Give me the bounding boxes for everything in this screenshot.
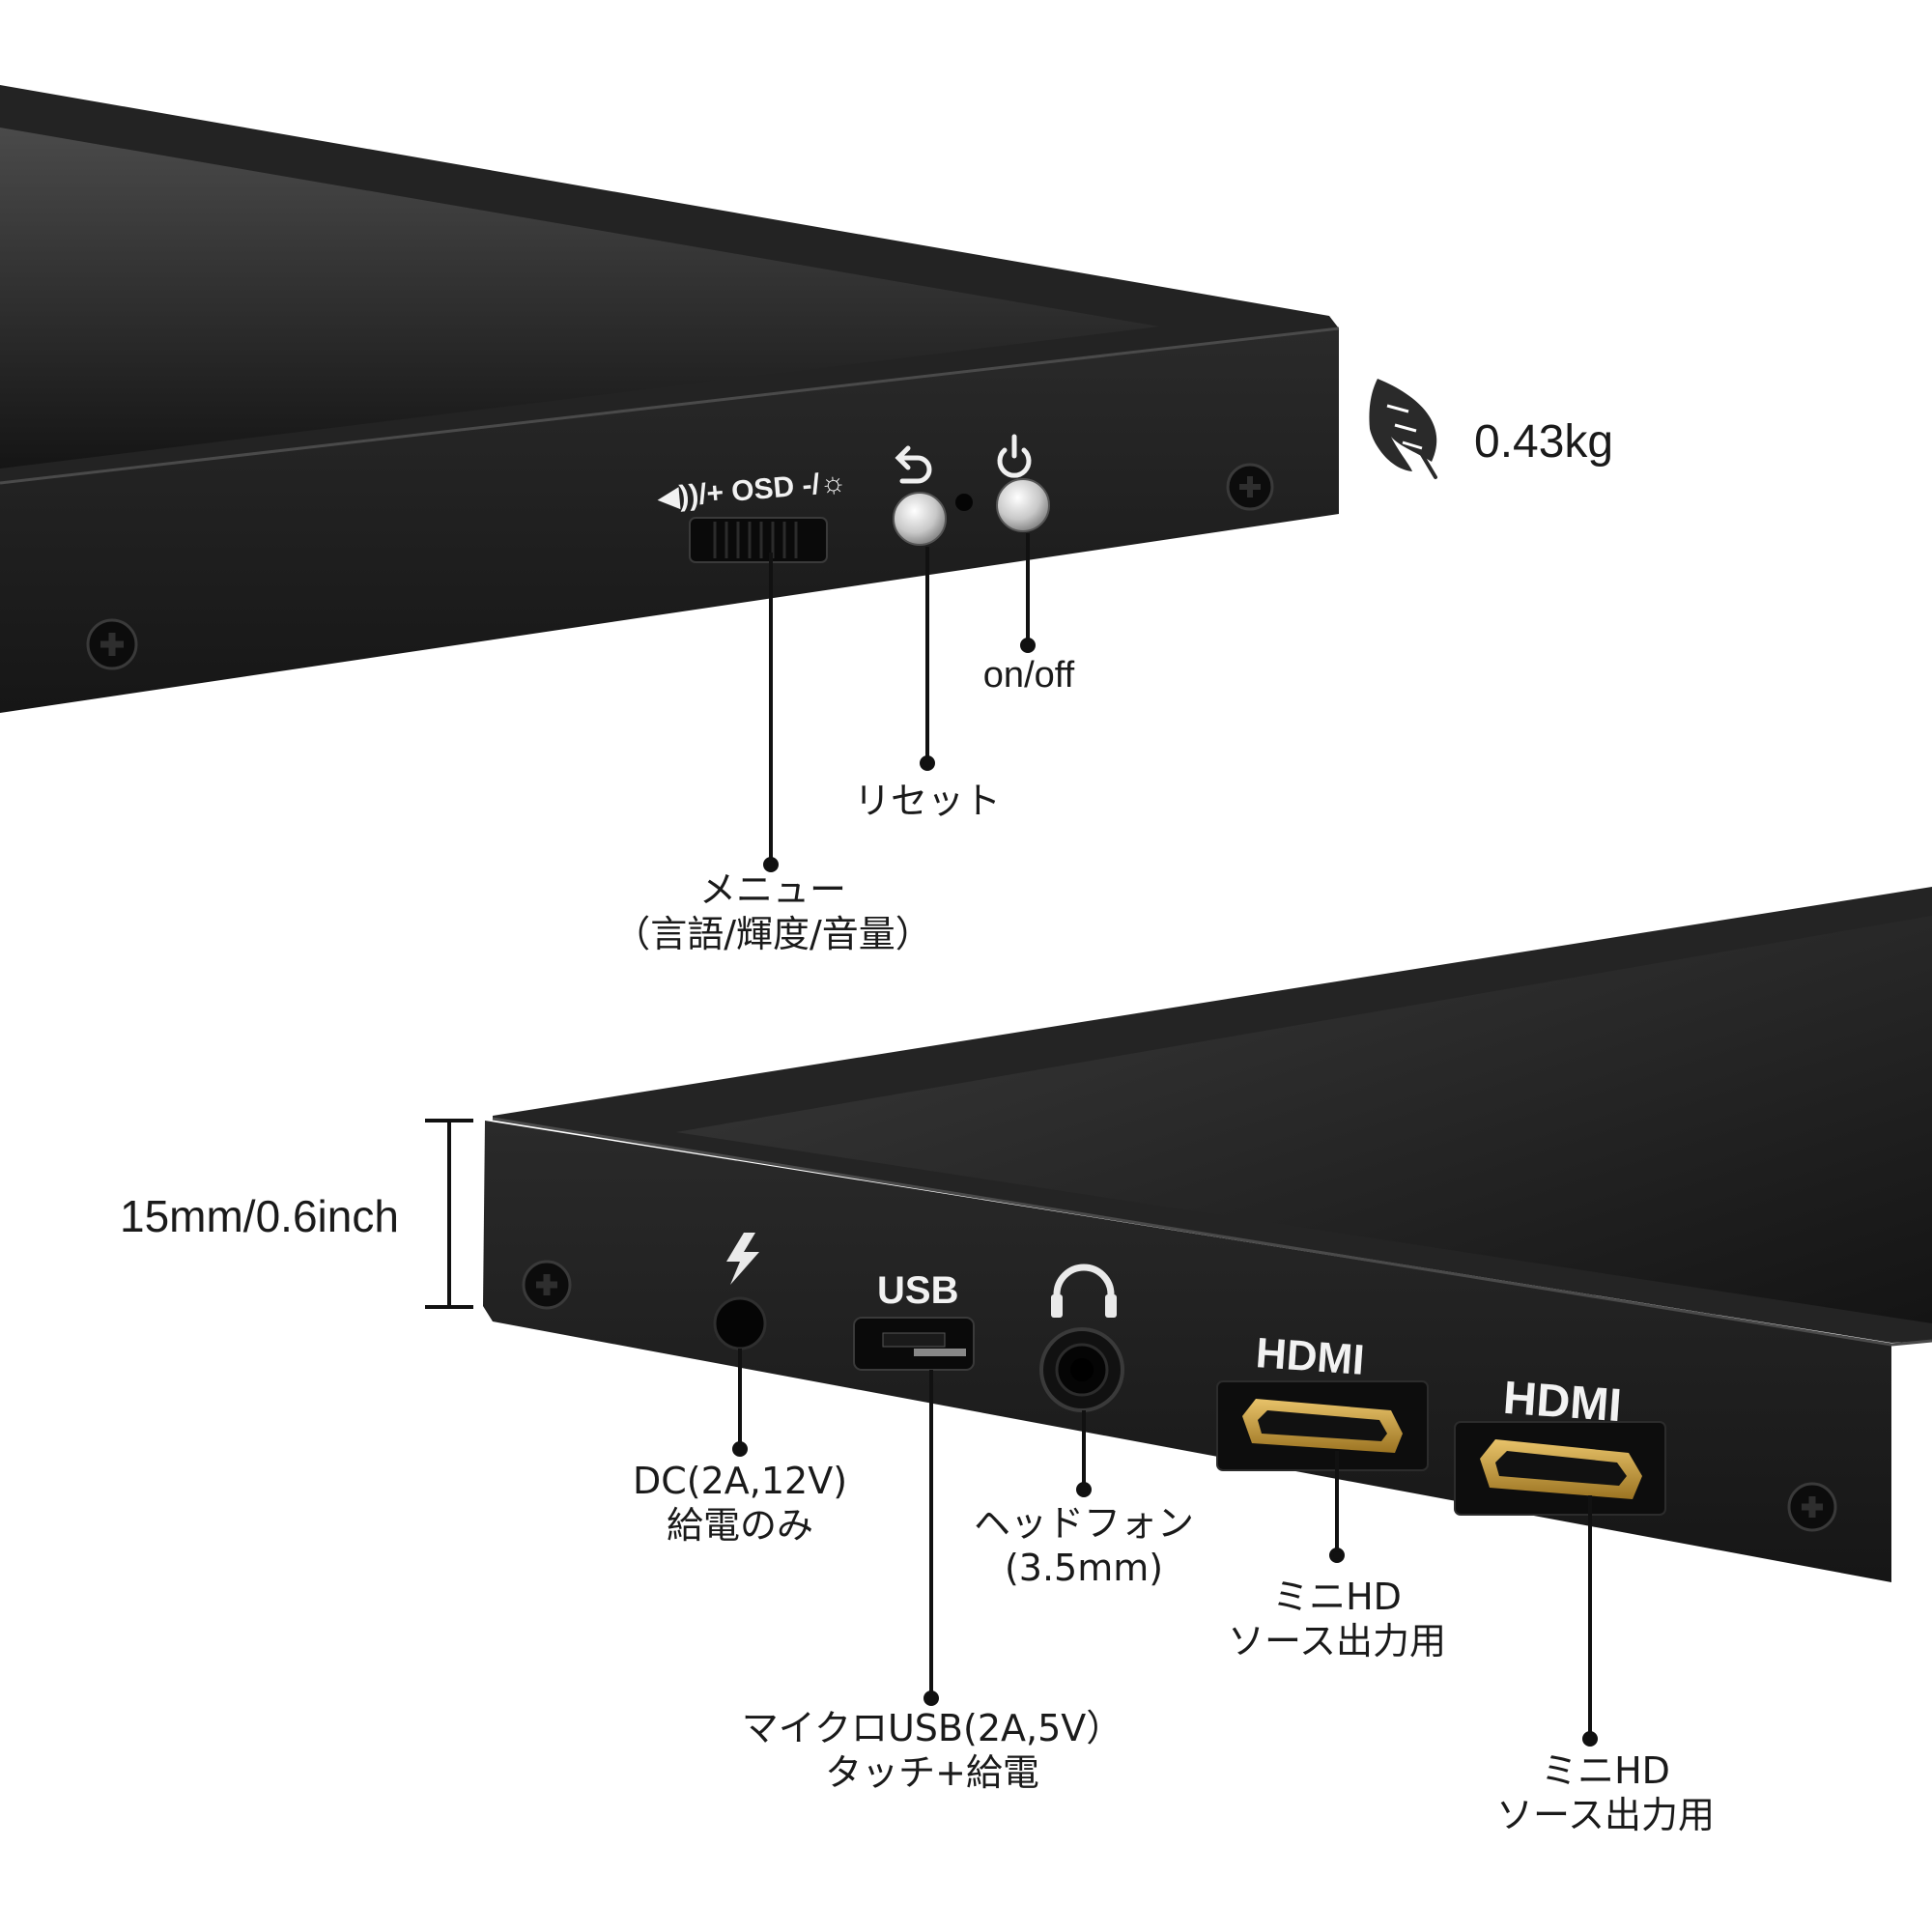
- hdmi1-callout-line1: ミニHD: [1272, 1576, 1402, 1618]
- hdmi-print-label-1: HDMI: [1254, 1329, 1367, 1384]
- usb-callout-label: マイクロUSB(2A,5V） タッチ+給電: [734, 1706, 1130, 1795]
- thickness-dimension-bracket: [425, 1119, 473, 1309]
- screw-icon: [1787, 1482, 1837, 1532]
- usb-print-label: USB: [877, 1269, 959, 1312]
- headphone-callout-line1: ヘッドフォン: [973, 1502, 1194, 1545]
- top-callout-lines: [763, 533, 1036, 872]
- menu-callout-line2: （言語/輝度/音量）: [613, 913, 932, 955]
- dc-callout-line2: 給電のみ: [666, 1504, 813, 1547]
- menu-callout-line1: メニュー: [698, 868, 846, 911]
- hdmi2-callout-line2: ソース出力用: [1495, 1794, 1716, 1836]
- top-screen: [0, 128, 1159, 469]
- top-monitor: [0, 85, 1340, 713]
- usb-callout-line2: タッチ+給電: [825, 1751, 1039, 1794]
- top-front-face: [0, 328, 1339, 713]
- thickness-label: 15mm/0.6inch: [120, 1191, 399, 1241]
- screw-icon: [86, 618, 138, 670]
- dc-power-port[interactable]: [713, 1296, 767, 1350]
- power-callout-label: on/off: [982, 655, 1075, 696]
- hdmi-print-label-2: HDMI: [1501, 1372, 1624, 1433]
- headphone-icon: [1051, 1264, 1117, 1318]
- screw-icon: [522, 1260, 572, 1310]
- headphone-callout-line2: (3.5mm): [1004, 1547, 1164, 1589]
- hdmi1-callout-label: ミニHD ソース出力用: [1221, 1575, 1453, 1663]
- dc-callout-line1: DC(2A,12V): [632, 1460, 848, 1502]
- headphone-callout-label: ヘッドフォン (3.5mm): [952, 1501, 1215, 1590]
- screw-icon: [1226, 463, 1274, 511]
- dc-callout-label: DC(2A,12V) 給電のみ: [614, 1459, 866, 1548]
- hdmi2-callout-label: ミニHD ソース出力用: [1490, 1748, 1721, 1837]
- return-icon: [895, 445, 932, 484]
- feather-icon: [1369, 379, 1437, 479]
- osd-scroll-wheel[interactable]: [689, 517, 828, 563]
- hdmi2-callout-line1: ミニHD: [1541, 1749, 1670, 1792]
- lightning-icon: [726, 1233, 759, 1285]
- weight-label: 0.43kg: [1474, 416, 1614, 468]
- menu-callout-label: メニュー （言語/輝度/音量）: [589, 867, 956, 956]
- bottom-callout-lines: [732, 1349, 1598, 1747]
- usb-callout-line1: マイクロUSB(2A,5V）: [741, 1707, 1123, 1749]
- bottom-screen: [676, 916, 1932, 1323]
- bottom-monitor: [483, 887, 1932, 1582]
- hdmi1-callout-line2: ソース出力用: [1227, 1620, 1447, 1662]
- power-icon: [997, 434, 1032, 478]
- reset-callout-label: リセット: [853, 780, 1001, 822]
- status-led: [955, 494, 973, 511]
- power-button[interactable]: [996, 478, 1050, 532]
- reset-button[interactable]: [893, 492, 947, 546]
